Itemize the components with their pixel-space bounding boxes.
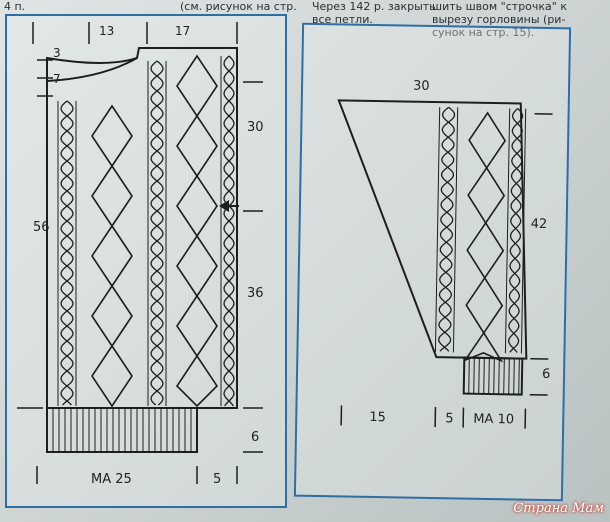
rib-line bbox=[488, 357, 490, 395]
diamond-cable bbox=[467, 166, 506, 225]
label-top-right-width: 17 bbox=[175, 24, 191, 38]
rib-line bbox=[468, 357, 470, 394]
cable-strand bbox=[150, 60, 164, 406]
rib-line bbox=[478, 357, 480, 394]
cable-strand bbox=[438, 106, 455, 352]
back-pattern-drawing bbox=[17, 22, 263, 484]
label-sleeve-top-width: 30 bbox=[412, 78, 430, 94]
watermark-logo: Страна Мам bbox=[513, 501, 604, 516]
label-neck-depth-2: 7 bbox=[53, 72, 61, 86]
left-caption: (см. рисунок на стр. bbox=[180, 0, 297, 13]
rib-line bbox=[503, 358, 505, 395]
rib-line bbox=[493, 358, 495, 395]
sleeve-outline bbox=[337, 99, 528, 360]
cable-strand bbox=[223, 55, 235, 407]
arrow-head bbox=[219, 200, 229, 212]
diamond-cable bbox=[468, 111, 507, 170]
diamond-cable bbox=[175, 354, 219, 408]
label-sleeve-bottom-mid: 5 bbox=[445, 411, 454, 427]
label-rib-height: 6 bbox=[251, 430, 260, 445]
back-pattern-panel: 13 17 3 7 56 30 36 6 MA 25 5 bbox=[5, 14, 287, 508]
cable-strand bbox=[60, 100, 74, 406]
right-caption: шить швом "строчка" к вырезу горловины (… bbox=[432, 0, 567, 39]
diamond-cable bbox=[176, 174, 218, 238]
diamond-cable bbox=[91, 284, 133, 348]
cable-strand bbox=[150, 60, 164, 406]
page-number: 4 п. bbox=[4, 0, 26, 13]
sleeve-rib-lines bbox=[468, 357, 520, 395]
label-lower-height: 36 bbox=[247, 286, 264, 301]
back-dimension-ticks bbox=[17, 22, 263, 484]
diamond-cable bbox=[176, 114, 218, 178]
cable-border bbox=[520, 108, 527, 354]
diamond-cable bbox=[91, 164, 133, 228]
diamond-cable bbox=[465, 276, 504, 335]
cable-strand bbox=[438, 106, 456, 352]
sleeve-cables bbox=[434, 106, 527, 363]
back-cables bbox=[57, 54, 238, 408]
cable-border bbox=[434, 107, 441, 353]
sleeve-pattern-drawing bbox=[337, 99, 553, 429]
label-total-height: 56 bbox=[33, 220, 50, 235]
label-sleeve-bottom-left: 15 bbox=[369, 409, 386, 426]
diamond-cable bbox=[466, 221, 505, 280]
cable-strand bbox=[508, 107, 523, 353]
label-bottom-left: MA 25 bbox=[91, 472, 132, 487]
diamond-cable bbox=[91, 344, 133, 408]
rib-line bbox=[483, 357, 485, 394]
neck-curve bbox=[46, 57, 138, 83]
label-neck-depth-1: 3 bbox=[53, 46, 61, 60]
sleeve-dimension-ticks bbox=[340, 113, 553, 429]
cable-strand bbox=[60, 100, 74, 406]
middle-caption: Через 142 р. закрыть все петли. bbox=[312, 0, 436, 26]
rib-line bbox=[508, 358, 510, 395]
diamond-cable bbox=[176, 54, 218, 118]
rib-line bbox=[498, 358, 500, 395]
rib-line bbox=[518, 358, 520, 395]
cable-border bbox=[504, 108, 511, 354]
sleeve-pattern-panel: 30 42 6 15 5 MA 10 bbox=[293, 22, 572, 502]
cable-strand bbox=[508, 108, 524, 353]
back-rib bbox=[46, 407, 198, 453]
back-rib-lines bbox=[52, 408, 192, 452]
back-outline bbox=[46, 47, 238, 409]
label-sleeve-height: 42 bbox=[530, 216, 548, 232]
label-top-left-width: 13 bbox=[99, 24, 115, 38]
diamond-cable bbox=[176, 234, 218, 298]
label-bottom-right: 5 bbox=[213, 472, 222, 487]
cable-border bbox=[452, 107, 459, 353]
label-sleeve-rib-height: 6 bbox=[541, 366, 551, 383]
cable-strand bbox=[223, 55, 235, 407]
label-sleeve-bottom-right: MA 10 bbox=[473, 411, 515, 428]
diamond-cable bbox=[91, 224, 133, 288]
diamond-cable bbox=[463, 331, 504, 363]
diamond-cable bbox=[91, 104, 133, 168]
rib-line bbox=[513, 358, 515, 395]
diamond-cable bbox=[176, 294, 218, 358]
rib-line bbox=[473, 357, 475, 394]
label-upper-height: 30 bbox=[247, 120, 264, 135]
